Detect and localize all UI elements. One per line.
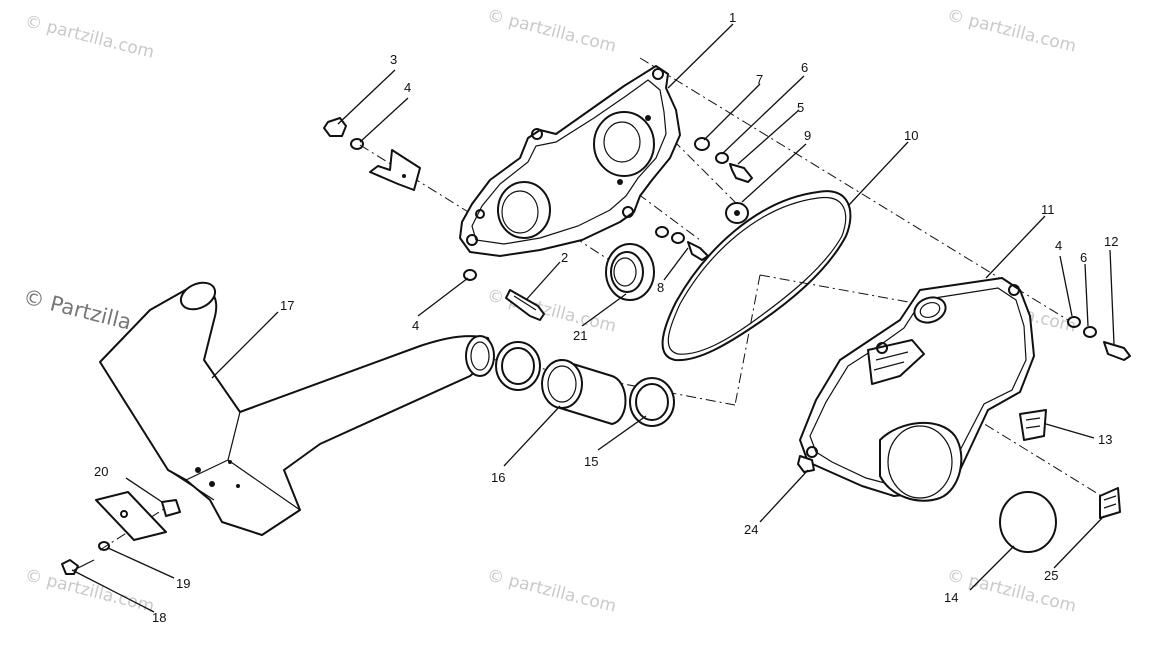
- outer-clutch-cover-11: [797, 277, 1035, 502]
- callout-25[interactable]: 25: [1044, 568, 1058, 583]
- decal-13: [1019, 409, 1047, 441]
- callout-17[interactable]: 17: [280, 298, 294, 313]
- bolt-hardware-right: [1067, 316, 1131, 361]
- callout-11[interactable]: 11: [1041, 202, 1055, 217]
- cover-disc-14: [999, 491, 1057, 553]
- callout-20[interactable]: 20: [94, 464, 108, 479]
- callout-4[interactable]: 4: [1055, 238, 1062, 253]
- air-duct-17: [99, 281, 495, 536]
- callout-2[interactable]: 2: [561, 250, 568, 265]
- callout-16[interactable]: 16: [491, 470, 505, 485]
- inner-clutch-cover: [459, 65, 681, 257]
- callout-18[interactable]: 18: [152, 610, 166, 625]
- bolt-2-washer-4: [463, 269, 545, 321]
- hose-clamp-15a: [495, 341, 541, 391]
- callout-19[interactable]: 19: [176, 576, 190, 591]
- duct-sleeve-16: [541, 359, 627, 425]
- seal-21: [605, 243, 655, 301]
- callout-1[interactable]: 1: [729, 10, 736, 25]
- watermark: © partzilla.com: [485, 5, 618, 56]
- callout-12[interactable]: 12: [1104, 234, 1118, 249]
- callout-5[interactable]: 5: [797, 100, 804, 115]
- callout-6[interactable]: 6: [1080, 250, 1087, 265]
- callout-labels: 1 2 3 4 4 4 5 6 6 7 8 9 10 11 12 13 14 1…: [94, 10, 1118, 625]
- callout-9[interactable]: 9: [804, 128, 811, 143]
- callout-13[interactable]: 13: [1098, 432, 1112, 447]
- callout-14[interactable]: 14: [944, 590, 958, 605]
- nut-washer-bracket: [323, 117, 421, 191]
- decal-25: [1099, 487, 1121, 519]
- watermark: © partzilla.com: [485, 565, 618, 616]
- drive-belt-10: [661, 190, 852, 362]
- callout-3[interactable]: 3: [390, 52, 397, 67]
- callout-15[interactable]: 15: [584, 454, 598, 469]
- callout-8[interactable]: 8: [657, 280, 664, 295]
- watermark: © partzilla.com: [485, 285, 618, 336]
- callout-4[interactable]: 4: [404, 80, 411, 95]
- callout-24[interactable]: 24: [744, 522, 758, 537]
- mount-plate-20: [61, 491, 181, 575]
- watermark: © partzilla.com: [23, 565, 156, 616]
- leader-lines: [71, 23, 1115, 613]
- bolt-hardware-lower: [655, 226, 709, 261]
- hose-clamp-15b: [629, 377, 675, 427]
- watermark: © partzilla.com: [945, 5, 1078, 56]
- callout-7[interactable]: 7: [756, 72, 763, 87]
- callout-21[interactable]: 21: [573, 328, 587, 343]
- callout-4[interactable]: 4: [412, 318, 419, 333]
- callout-6[interactable]: 6: [801, 60, 808, 75]
- bolt-hardware-upper: [694, 137, 753, 224]
- callout-10[interactable]: 10: [904, 128, 918, 143]
- watermark: © partzilla.com: [23, 11, 156, 62]
